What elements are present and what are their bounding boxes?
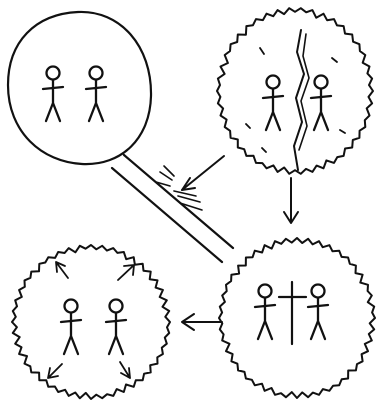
impact-burst-icon (155, 165, 203, 211)
node-scattered-circle (11, 244, 171, 400)
stick-figure-icon (104, 298, 128, 356)
barrier-double-line (110, 153, 235, 264)
jagged-border (218, 237, 376, 399)
edge-split-to-calm-arrow (155, 155, 225, 211)
crack-icon (293, 29, 305, 171)
stick-figure-icon (306, 283, 330, 341)
stick-figure-icon (253, 283, 277, 341)
stick-figure-icon (59, 298, 83, 356)
stick-figure-icon (84, 65, 108, 123)
cross-icon (277, 280, 308, 346)
node-separated-circle (218, 237, 376, 399)
node-calm-circle (6, 10, 153, 166)
node-split-circle (216, 7, 374, 175)
stick-figure-icon (261, 74, 285, 132)
edge-split-to-separated-arrow (283, 177, 299, 224)
jagged-border (11, 244, 171, 400)
jagged-border (216, 7, 374, 175)
stick-figure-icon (309, 74, 333, 132)
stick-figure-icon (41, 65, 65, 123)
arrow-icon (47, 261, 135, 379)
edge-separated-to-scattered-arrow (181, 313, 223, 331)
